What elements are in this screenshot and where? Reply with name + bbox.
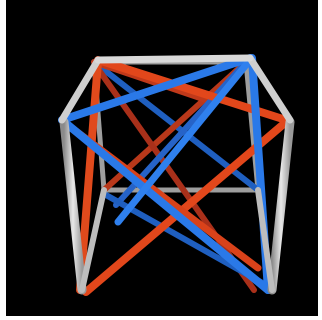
front-left-rod: [64, 122, 82, 290]
cube-illustration: [6, 0, 318, 316]
blue-rod-3: [62, 120, 268, 290]
front-right-rod: [272, 122, 290, 290]
top-back-rod: [98, 58, 250, 60]
cube-scene: [6, 0, 318, 316]
